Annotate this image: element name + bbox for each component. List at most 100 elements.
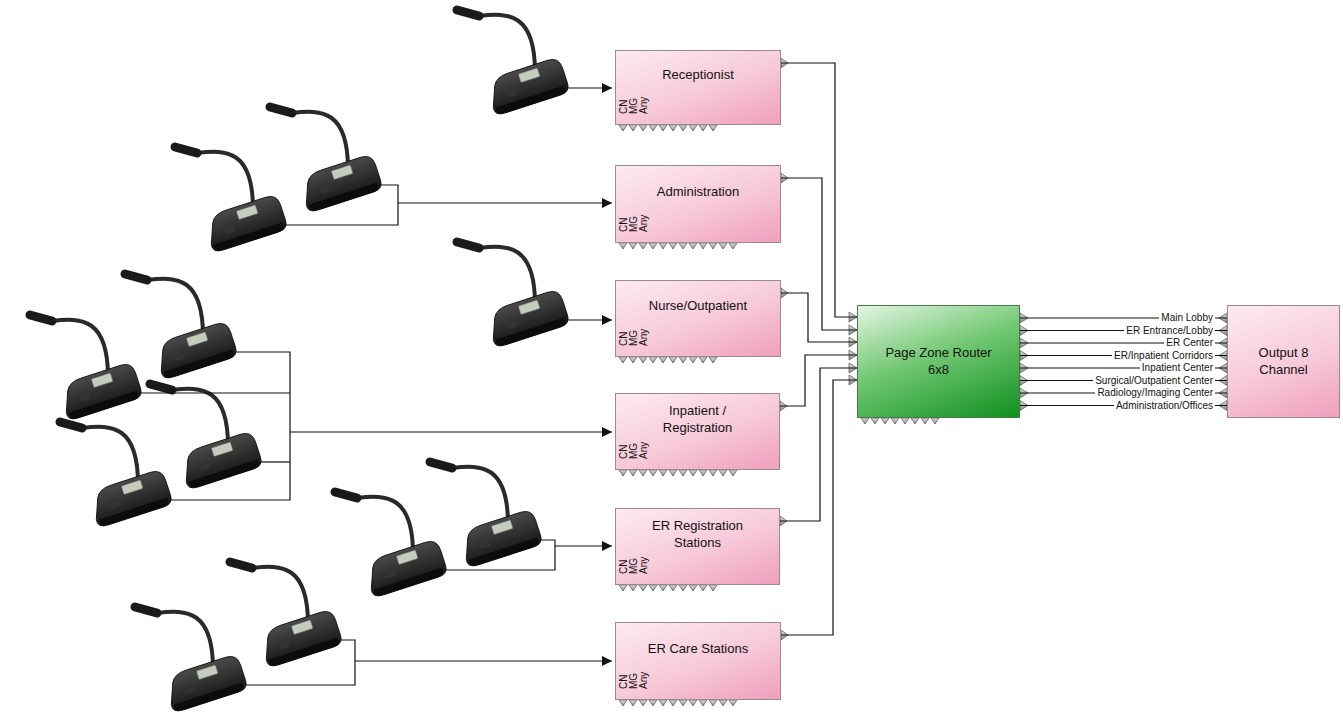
mode-label: CN: [619, 100, 629, 114]
mode-label: CN: [619, 675, 629, 689]
port-triangle: [709, 357, 717, 363]
mic-wire: [355, 660, 612, 661]
port-triangle: [679, 585, 687, 591]
port-triangle: [649, 585, 657, 591]
port-triangle: [699, 243, 707, 249]
zone-label: ER/Inpatient Corridors: [1112, 350, 1215, 361]
port-triangle: [699, 470, 707, 476]
desk-microphone: [125, 274, 238, 380]
port-triangle: [669, 470, 677, 476]
zone-label: Administration/Offices: [1114, 400, 1215, 411]
page-station-box: Inpatient / RegistrationCNMGAny: [615, 393, 780, 470]
port-triangle: [709, 585, 717, 591]
port-triangle: [699, 585, 707, 591]
port-triangle: [619, 357, 627, 363]
desk-microphone: [175, 147, 288, 253]
port-triangle: [649, 470, 657, 476]
microphone-wires: [140, 88, 612, 685]
port-triangle: [699, 700, 707, 706]
port-triangle: [709, 125, 717, 131]
mode-label: CN: [619, 218, 629, 232]
desk-microphone: [30, 315, 143, 421]
mode-label: MG: [629, 558, 639, 574]
port-triangle: [719, 470, 727, 476]
port-triangle: [629, 357, 637, 363]
zone-label: Radiology/Imaging Center: [1095, 387, 1215, 398]
mic-wire: [170, 352, 290, 500]
mode-label: CN: [619, 560, 629, 574]
port-triangle: [649, 357, 657, 363]
port-triangle: [659, 700, 667, 706]
node-title: ER Registration Stations: [643, 518, 753, 551]
port-triangle: [639, 470, 647, 476]
zone-label: Inpatient Center: [1140, 362, 1215, 373]
node-title: Page Zone Router 6x8: [880, 345, 998, 378]
node-title: Administration: [623, 184, 773, 200]
port-triangle: [639, 357, 647, 363]
node-title: Nurse/Outpatient: [623, 298, 773, 314]
mic-wire: [260, 461, 290, 462]
mode-label: Any: [639, 442, 649, 459]
port-triangle: [659, 125, 667, 131]
port-triangle: [881, 418, 889, 424]
mic-wire: [245, 640, 355, 685]
signal-wire: [781, 63, 857, 317]
port-triangle: [709, 700, 717, 706]
port-markers: [619, 58, 1227, 706]
mic-wire: [555, 545, 612, 546]
mode-label: MG: [629, 330, 639, 346]
port-triangle: [669, 243, 677, 249]
port-triangle: [639, 243, 647, 249]
desk-microphone: [457, 10, 570, 116]
mic-wire: [285, 185, 398, 225]
page-station-box: Nurse/OutpatientCNMGAny: [615, 280, 781, 357]
output-box: Output 8 Channel: [1227, 305, 1340, 418]
port-triangle: [649, 700, 657, 706]
port-triangle: [709, 243, 717, 249]
port-triangle: [861, 418, 869, 424]
port-triangle: [639, 125, 647, 131]
page-station-box: AdministrationCNMGAny: [615, 165, 781, 243]
signal-wire: [780, 368, 857, 521]
port-triangle: [629, 585, 637, 591]
port-triangle: [649, 125, 657, 131]
port-triangle: [629, 470, 637, 476]
mode-label: Any: [639, 97, 649, 114]
desk-microphone: [150, 384, 263, 490]
port-triangle: [669, 700, 677, 706]
node-title: ER Care Stations: [623, 641, 773, 657]
port-triangle: [639, 700, 647, 706]
desk-microphone: [60, 422, 173, 528]
mode-label: MG: [629, 443, 639, 459]
node-title: Output 8 Channel: [1245, 345, 1323, 378]
port-triangle: [709, 470, 717, 476]
mic-wire: [290, 431, 612, 432]
zone-label: Main Lobby: [1159, 312, 1215, 323]
mic-wire: [567, 87, 612, 88]
router-box: Page Zone Router 6x8: [857, 305, 1020, 418]
mode-label: MG: [629, 216, 639, 232]
port-triangle: [719, 700, 727, 706]
desk-microphone: [230, 562, 343, 668]
port-triangle: [659, 243, 667, 249]
port-triangle: [619, 470, 627, 476]
node-title: Inpatient / Registration: [650, 403, 745, 436]
zone-label: ER Entrance/Lobby: [1124, 325, 1215, 336]
port-triangle: [639, 585, 647, 591]
port-triangle: [649, 243, 657, 249]
page-station-box: ReceptionistCNMGAny: [615, 50, 781, 125]
port-triangle: [619, 243, 627, 249]
port-triangle: [679, 700, 687, 706]
port-triangle: [729, 243, 737, 249]
signal-wire: [781, 380, 857, 635]
port-triangle: [629, 243, 637, 249]
port-triangle: [699, 357, 707, 363]
mic-wire: [398, 202, 612, 203]
desk-microphone: [430, 462, 543, 568]
port-triangle: [921, 418, 929, 424]
port-triangle: [729, 700, 737, 706]
mic-wire: [567, 319, 612, 320]
node-title: Receptionist: [623, 67, 773, 83]
desk-microphone: [270, 107, 383, 213]
